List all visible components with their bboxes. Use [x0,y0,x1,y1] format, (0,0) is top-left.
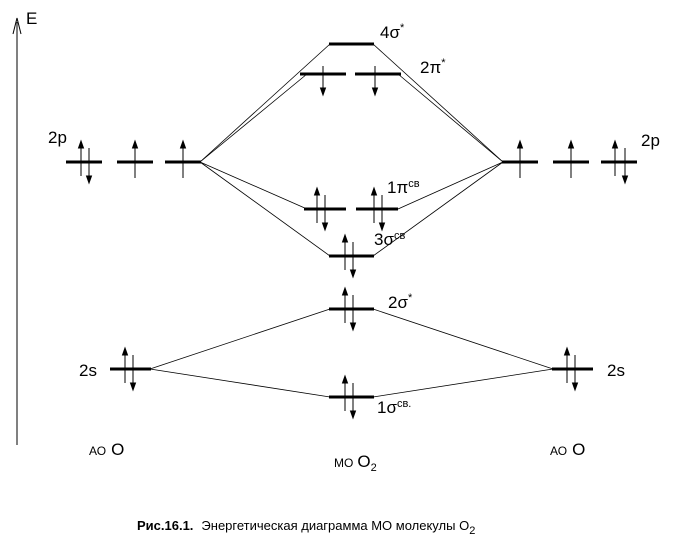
right-2p-label: 2p [641,131,660,150]
electron-pair [77,139,93,185]
correlation-lines [149,43,554,398]
electrons [77,66,629,420]
electron-pair [563,346,579,392]
left-2p-label: 2p [48,128,67,147]
sigma1-bonding-label: 1σсв. [377,398,411,417]
sigma4-star-label: 4σ* [380,22,405,42]
energy-axis-arrowhead [12,17,22,35]
energy-axis-label: E [26,9,37,28]
electron-pair [341,233,357,279]
electron-down [371,66,379,97]
electron-pair [121,346,137,392]
left-2s-label: 2s [79,361,97,380]
orbital-levels [66,42,637,399]
electron-up [516,139,524,178]
electron-up [179,139,187,178]
figure-caption: Рис.16.1.Энергетическая диаграмма МО мол… [137,518,475,537]
electron-up [567,139,575,178]
electron-pair [313,186,329,232]
electron-pair [341,286,357,332]
electron-up [131,139,139,178]
electron-down [319,66,327,97]
sigma3-bonding-label: 3σсв [374,230,405,249]
electron-pair [370,186,386,232]
right-2s-label: 2s [607,361,625,380]
pi1-bonding-label: 1πсв [387,178,420,197]
electron-pair [611,139,629,185]
electron-pair [341,374,357,420]
pi2-star-label: 2π* [420,57,446,77]
sigma2-star-label: 2σ* [388,292,413,312]
